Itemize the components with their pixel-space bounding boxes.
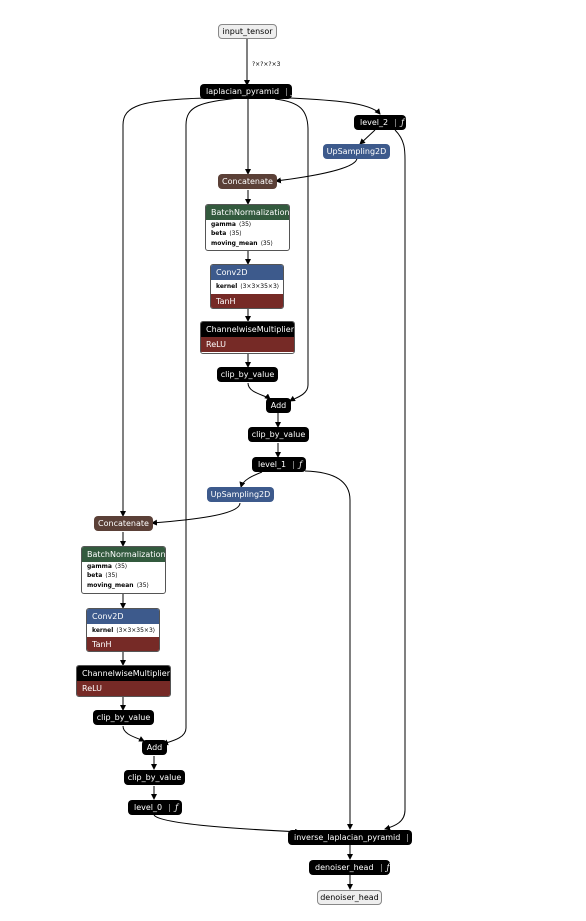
function-icon: ƒ	[286, 87, 295, 96]
edge-upsample-concat	[275, 157, 358, 184]
attr-moving-mean: moving_mean⟨35⟩	[87, 581, 149, 589]
function-icon: ƒ	[380, 863, 390, 872]
add-node-1[interactable]: Add	[266, 398, 291, 413]
laplacian-pyramid-label: laplacian_pyramid	[206, 86, 280, 96]
concatenate-label: Concatenate	[222, 176, 273, 186]
denoiser-head-label: denoiser_head	[315, 862, 374, 872]
channelwise-card-2[interactable]: ChannelwiseMultiplier ReLU	[76, 665, 171, 697]
edge-level2-upsample	[359, 129, 376, 145]
laplacian-pyramid-node[interactable]: laplacian_pyramid ƒ	[200, 84, 295, 99]
activation-tanh: TanH	[87, 637, 159, 651]
clip-label: clip_by_value	[127, 772, 182, 782]
function-icon: ƒ	[395, 118, 404, 127]
attr-kernel: kernel⟨3×3×35×3⟩	[216, 283, 280, 290]
edge-clip3-add2	[122, 725, 145, 742]
level-2-node[interactable]: level_2 ƒ	[354, 115, 406, 130]
level-0-node[interactable]: level_0 ƒ	[128, 800, 182, 815]
concatenate-node-1[interactable]: Concatenate	[218, 174, 277, 189]
activation-tanh: TanH	[211, 294, 283, 308]
clip-node-4[interactable]: clip_by_value	[124, 770, 185, 785]
batchnorm-title: BatchNormalization	[82, 547, 165, 562]
channelwise-title: ChannelwiseMultiplier	[77, 666, 170, 681]
add-node-2[interactable]: Add	[142, 740, 167, 755]
upsampling-label: UpSampling2D	[210, 489, 271, 499]
clip-label: clip_by_value	[220, 369, 275, 379]
conv2d-title: Conv2D	[211, 265, 283, 280]
clip-node-1[interactable]: clip_by_value	[217, 367, 278, 382]
batchnorm-title: BatchNormalization	[206, 205, 289, 220]
conv2d-title: Conv2D	[87, 609, 159, 624]
edge-level1-upsample2	[239, 471, 263, 488]
batchnorm-card-2[interactable]: BatchNormalization gamma⟨35⟩ beta⟨35⟩ mo…	[81, 546, 166, 594]
edge-laplacian-concat2	[120, 97, 206, 517]
inverse-laplacian-label: inverse_laplacian_pyramid	[294, 832, 401, 842]
function-icon: ƒ	[293, 460, 302, 469]
clip-label: clip_by_value	[251, 429, 306, 439]
attr-gamma: gamma⟨35⟩	[211, 220, 252, 228]
concatenate-node-2[interactable]: Concatenate	[94, 516, 153, 531]
add-label: Add	[270, 400, 287, 410]
batchnorm-card-1[interactable]: BatchNormalization gamma⟨35⟩ beta⟨35⟩ mo…	[205, 204, 290, 251]
inverse-laplacian-node[interactable]: inverse_laplacian_pyramid ƒ	[288, 830, 416, 845]
concatenate-label: Concatenate	[98, 518, 149, 528]
upsampling-label: UpSampling2D	[326, 146, 387, 156]
activation-relu: ReLU	[201, 337, 294, 352]
attr-beta: beta⟨35⟩	[87, 572, 118, 580]
channelwise-card-1[interactable]: ChannelwiseMultiplier ReLU	[200, 321, 295, 354]
output-node[interactable]: denoiser_head	[317, 890, 382, 905]
function-icon: ƒ	[407, 833, 416, 842]
clip-node-3[interactable]: clip_by_value	[93, 710, 154, 725]
attr-kernel: kernel⟨3×3×35×3⟩	[92, 626, 156, 634]
shape-label: ?×?×?×3	[252, 61, 281, 68]
denoiser-head-node[interactable]: denoiser_head ƒ	[309, 860, 390, 875]
activation-relu: ReLU	[77, 681, 170, 696]
conv2d-card-2[interactable]: Conv2D kernel⟨3×3×35×3⟩ TanH	[86, 608, 160, 652]
attr-beta: beta⟨35⟩	[211, 230, 242, 238]
attr-moving-mean: moving_mean⟨35⟩	[211, 239, 273, 247]
function-icon: ƒ	[169, 803, 178, 812]
edge-laplacian-add1	[274, 98, 309, 402]
input-node-label: input_tensor	[222, 26, 273, 36]
attr-gamma: gamma⟨35⟩	[87, 562, 128, 570]
upsampling-node-2[interactable]: UpSampling2D	[207, 487, 274, 502]
output-node-label: denoiser_head	[320, 892, 379, 902]
level-1-label: level_1	[258, 459, 287, 469]
edge-clip1-add1	[247, 382, 271, 400]
upsampling-node-1[interactable]: UpSampling2D	[323, 144, 390, 159]
level-2-label: level_2	[360, 117, 389, 127]
edge-upsample2-concat2	[151, 502, 241, 526]
channelwise-title: ChannelwiseMultiplier	[201, 322, 294, 337]
level-1-node[interactable]: level_1 ƒ	[252, 457, 306, 472]
clip-node-2[interactable]: clip_by_value	[248, 427, 309, 442]
clip-label: clip_by_value	[96, 712, 151, 722]
edge-level0-inverse	[153, 814, 301, 835]
add-label: Add	[146, 742, 163, 752]
edge-level1-inverse	[304, 470, 353, 830]
conv2d-card-1[interactable]: Conv2D kernel⟨3×3×35×3⟩ TanH	[210, 264, 284, 309]
input-node[interactable]: input_tensor	[218, 24, 277, 39]
edge-level2-inverse	[384, 129, 406, 831]
edge-laplacian-add2	[162, 97, 241, 746]
level-0-label: level_0	[134, 802, 163, 812]
edge-laplacian-level2	[289, 97, 381, 115]
